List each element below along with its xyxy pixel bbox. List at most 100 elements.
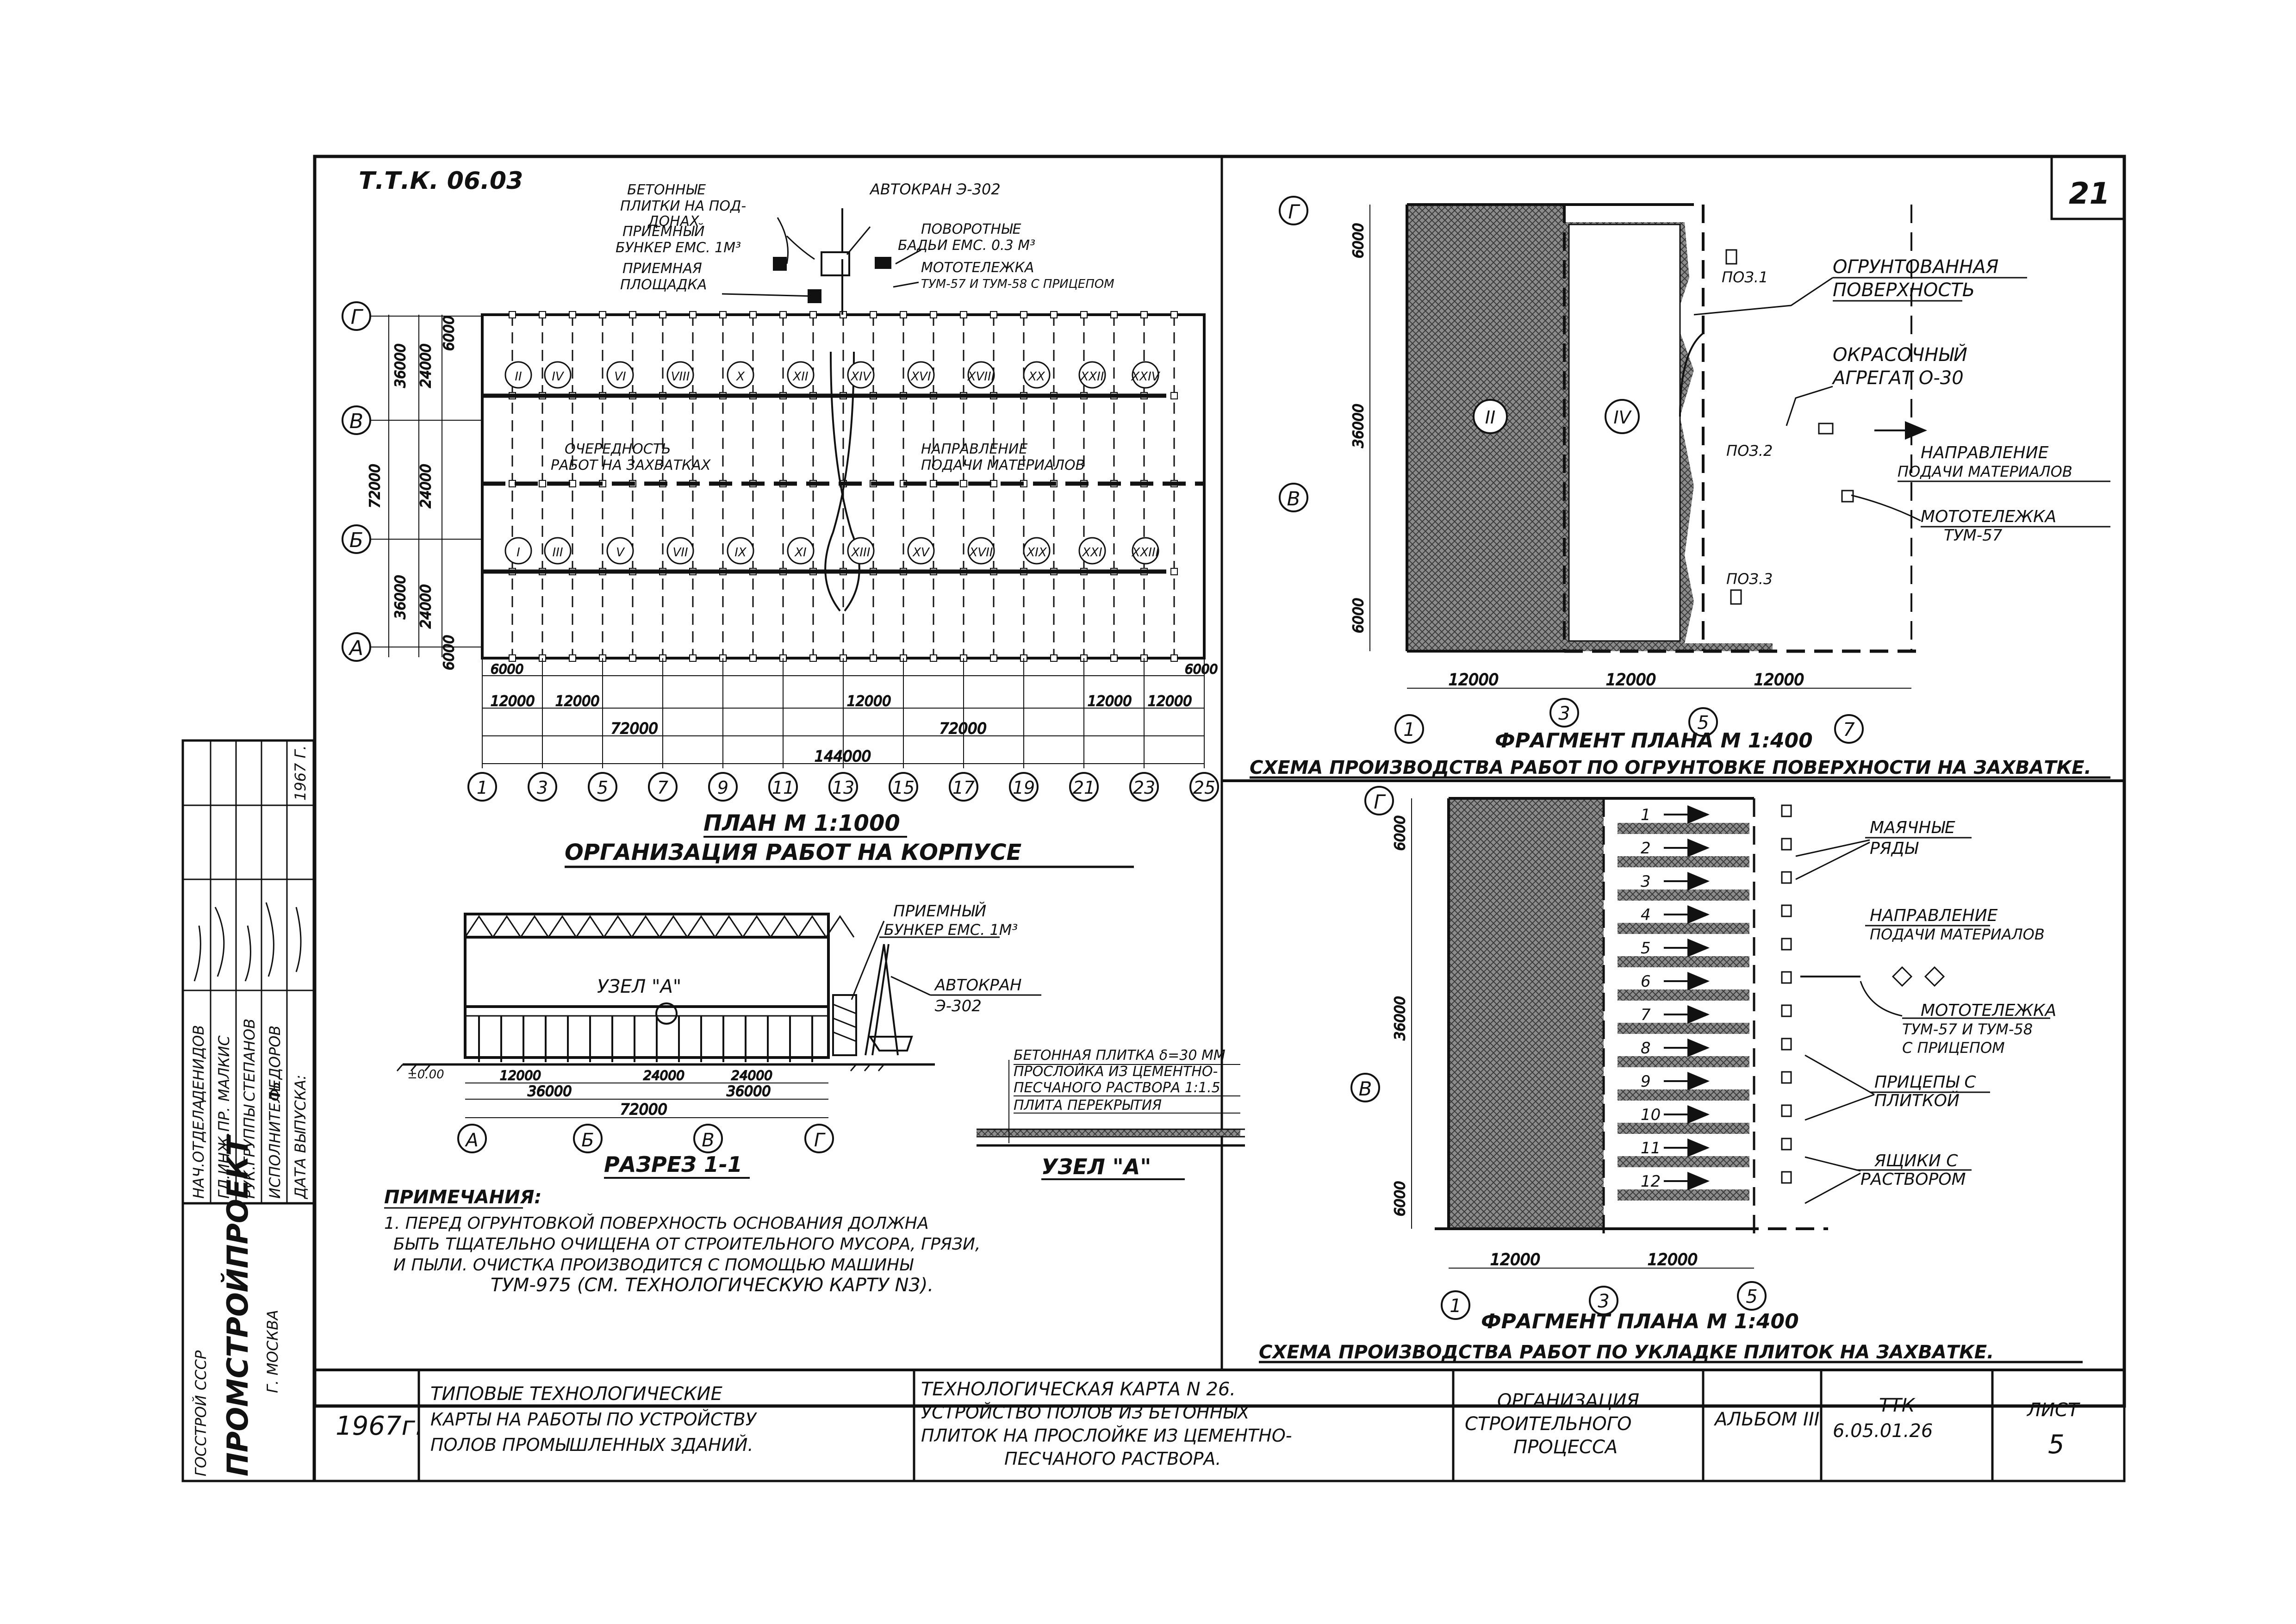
svg-text:УЗЕЛ "А": УЗЕЛ "А" xyxy=(597,976,681,997)
tile-row-number: 10 xyxy=(1641,1106,1661,1124)
svg-text:ПОВОРОТНЫЕ: ПОВОРОТНЫЕ xyxy=(921,221,1021,237)
svg-text:24000: 24000 xyxy=(643,1068,684,1083)
plan-row-axes: Г В Б А xyxy=(342,301,482,662)
svg-text:ПОЛОВ ПРОМЫШЛЕННЫХ ЗДАНИЙ.: ПОЛОВ ПРОМЫШЛЕННЫХ ЗДАНИЙ. xyxy=(430,1435,753,1455)
svg-text:АГРЕГАТ О-30: АГРЕГАТ О-30 xyxy=(1831,367,1964,389)
org-name: ПРОМСТРОЙПРОЕКТ xyxy=(221,1134,255,1476)
grip-label: I xyxy=(516,546,520,560)
svg-text:12000: 12000 xyxy=(1148,693,1192,709)
section-title: РАЗРЕЗ 1-1 xyxy=(604,1152,742,1177)
axis-label: 5 xyxy=(597,778,608,798)
title-block-side-text: ГОССТРОЙ СССР ПРОМСТРОЙПРОЕКТ Г. МОСКВА … xyxy=(190,745,309,1476)
svg-text:ПЕСЧАНОГО РАСТВОРА 1:1.5: ПЕСЧАНОГО РАСТВОРА 1:1.5 xyxy=(1014,1080,1220,1096)
plan-callouts: БЕТОННЫЕ ПЛИТКИ НА ПОД- ДОНАХ ПРИЕМНЫЙ Б… xyxy=(551,180,1114,473)
svg-text:БАДЬИ ЕМС. 0.3 М³: БАДЬИ ЕМС. 0.3 М³ xyxy=(898,237,1035,254)
svg-text:7: 7 xyxy=(1843,719,1855,740)
svg-text:6000: 6000 xyxy=(1350,598,1367,633)
grip-label: XIV xyxy=(850,370,871,384)
axis-label: Г xyxy=(351,305,364,329)
grip-label: III xyxy=(552,546,563,560)
svg-text:12000: 12000 xyxy=(1088,693,1132,709)
svg-text:ПОЗ.3: ПОЗ.3 xyxy=(1726,570,1773,588)
svg-text:МОТОТЕЛЕЖКА: МОТОТЕЛЕЖКА xyxy=(1921,507,2056,526)
axis-label: 9 xyxy=(717,778,728,798)
svg-text:6000: 6000 xyxy=(1350,223,1367,258)
fragment1-title: ФРАГМЕНТ ПЛАНА М 1:400 xyxy=(1495,729,1813,753)
svg-text:МАЛКИС: МАЛКИС xyxy=(215,1035,233,1101)
svg-text:ТИПОВЫЕ ТЕХНОЛОГИЧЕСКИЕ: ТИПОВЫЕ ТЕХНОЛОГИЧЕСКИЕ xyxy=(430,1383,722,1405)
svg-text:ОЧЕРЕДНОСТЬ: ОЧЕРЕДНОСТЬ xyxy=(565,441,671,457)
section-dims: 12000 24000 24000 36000 36000 72000 xyxy=(465,1067,828,1119)
svg-text:ПОДАЧИ МАТЕРИАЛОВ: ПОДАЧИ МАТЕРИАЛОВ xyxy=(921,457,1085,473)
svg-text:±0.00: ±0.00 xyxy=(407,1068,444,1082)
svg-text:ЯЩИКИ С: ЯЩИКИ С xyxy=(1874,1151,1958,1170)
svg-text:РАБОТ НА ЗАХВАТКАХ: РАБОТ НА ЗАХВАТКАХ xyxy=(551,457,711,473)
svg-text:12000: 12000 xyxy=(1449,671,1499,689)
sheet-number: 5 xyxy=(2048,1430,2065,1460)
tile-row-number: 5 xyxy=(1641,939,1651,958)
fragment1-dims: 6000 36000 6000 12000 12000 12000 xyxy=(1350,205,1911,690)
svg-text:II: II xyxy=(1485,407,1495,428)
svg-text:1: 1 xyxy=(1450,1295,1461,1317)
svg-text:36000: 36000 xyxy=(1350,404,1367,448)
svg-text:ПЛИТКИ НА ПОД-: ПЛИТКИ НА ПОД- xyxy=(620,198,746,214)
svg-text:6000: 6000 xyxy=(491,661,523,677)
svg-text:НАПРАВЛЕНИЕ: НАПРАВЛЕНИЕ xyxy=(1870,906,1998,925)
svg-text:ПЛИТКОЙ: ПЛИТКОЙ xyxy=(1874,1091,1960,1110)
grip-label: XX xyxy=(1027,370,1045,384)
svg-text:ПРИЕМНАЯ: ПРИЕМНАЯ xyxy=(622,261,702,277)
svg-text:ТУМ-57 И ТУМ-58: ТУМ-57 И ТУМ-58 xyxy=(1902,1020,2033,1038)
svg-text:ОРГАНИЗАЦИЯ: ОРГАНИЗАЦИЯ xyxy=(1497,1390,1639,1412)
svg-text:12000: 12000 xyxy=(500,1068,541,1083)
svg-text:6000: 6000 xyxy=(441,316,457,351)
fragment2-subtitle: СХЕМА ПРОИЗВОДСТВА РАБОТ ПО УКЛАДКЕ ПЛИТ… xyxy=(1259,1342,1994,1363)
svg-text:МОТОТЕЛЕЖКА: МОТОТЕЛЕЖКА xyxy=(1921,1001,2056,1020)
svg-text:24000: 24000 xyxy=(731,1068,772,1083)
fragment2-labels: МАЯЧНЫЕ РЯДЫ НАПРАВЛЕНИЕ ПОДАЧИ МАТЕРИАЛ… xyxy=(1795,818,2056,1204)
svg-text:СТЕПАНОВ: СТЕПАНОВ xyxy=(241,1019,258,1101)
axis-label: В xyxy=(349,410,363,433)
grip-label: XXIII xyxy=(1131,546,1159,560)
grip-label: XXII xyxy=(1080,370,1104,384)
svg-text:АЛЬБОМ III: АЛЬБОМ III xyxy=(1713,1409,1819,1430)
fragment1-subtitle: СХЕМА ПРОИЗВОДСТВА РАБОТ ПО ОГРУНТОВКЕ П… xyxy=(1250,757,2091,778)
fragment2-title: ФРАГМЕНТ ПЛАНА М 1:400 xyxy=(1481,1310,1799,1333)
sheet-code: Т.Т.К. 06.03 xyxy=(359,167,523,195)
svg-text:МОТОТЕЛЕЖКА: МОТОТЕЛЕЖКА xyxy=(921,260,1034,276)
svg-text:АВТОКРАН: АВТОКРАН xyxy=(934,976,1022,995)
svg-text:ПОВЕРХНОСТЬ: ПОВЕРХНОСТЬ xyxy=(1833,280,1975,301)
svg-text:24000: 24000 xyxy=(418,343,434,387)
svg-text:72000: 72000 xyxy=(620,1101,667,1118)
svg-text:РУК.ГРУППЫ: РУК.ГРУППЫ xyxy=(241,1104,258,1199)
svg-text:В: В xyxy=(702,1130,714,1151)
axis-label: 21 xyxy=(1073,778,1095,798)
svg-text:ФЕДОРОВ: ФЕДОРОВ xyxy=(266,1026,284,1101)
svg-text:6000: 6000 xyxy=(1185,661,1218,677)
svg-text:36000: 36000 xyxy=(727,1083,771,1100)
svg-text:Г: Г xyxy=(1374,790,1386,813)
svg-text:ТТК: ТТК xyxy=(1879,1395,1916,1416)
svg-text:36000: 36000 xyxy=(392,575,409,619)
svg-text:12000: 12000 xyxy=(1648,1251,1698,1269)
title-block xyxy=(181,739,2126,1482)
svg-text:Б: Б xyxy=(581,1130,594,1151)
grip-label: XIX xyxy=(1026,546,1047,560)
svg-text:ПЛИТА ПЕРЕКРЫТИЯ: ПЛИТА ПЕРЕКРЫТИЯ xyxy=(1014,1097,1162,1114)
svg-text:ПЕСЧАНОГО РАСТВОРА.: ПЕСЧАНОГО РАСТВОРА. xyxy=(1004,1449,1221,1469)
grip-label: XVII xyxy=(969,546,993,560)
tile-row-number: 4 xyxy=(1641,906,1651,924)
svg-text:ДЕНИДОВ: ДЕНИДОВ xyxy=(190,1025,207,1102)
grip-label: II xyxy=(515,370,522,384)
svg-text:12000: 12000 xyxy=(491,693,535,709)
svg-text:1. ПЕРЕД ОГРУНТОВКОЙ ПОВЕРХНОС: 1. ПЕРЕД ОГРУНТОВКОЙ ПОВЕРХНОСТЬ ОСНОВАН… xyxy=(384,1213,929,1233)
fragment1-axes: Г В 1 3 5 7 xyxy=(1279,196,1864,744)
svg-text:72000: 72000 xyxy=(367,464,383,508)
svg-text:Г. МОСКВА: Г. МОСКВА xyxy=(264,1310,281,1393)
grip-label: XXI xyxy=(1081,546,1102,560)
svg-text:БЫТЬ ТЩАТЕЛЬНО ОЧИЩЕНА ОТ СТРО: БЫТЬ ТЩАТЕЛЬНО ОЧИЩЕНА ОТ СТРОИТЕЛЬНОГО … xyxy=(393,1235,980,1254)
svg-text:В: В xyxy=(1287,487,1300,510)
